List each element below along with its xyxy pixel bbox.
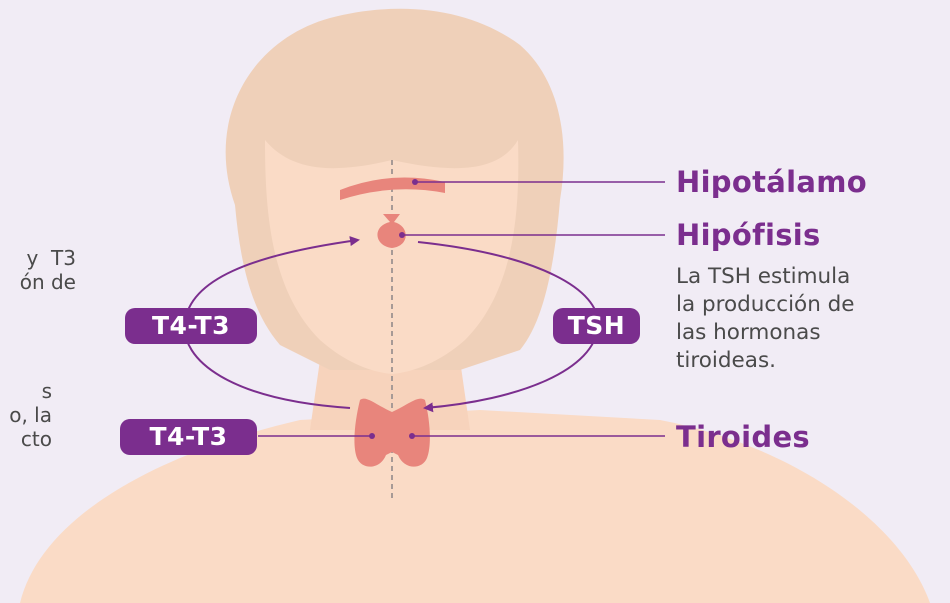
hormone-badge-tsh: TSH <box>553 308 640 344</box>
hormone-badge-t4t3-top: T4-T3 <box>125 308 257 344</box>
label-hipotalamo: Hipotálamo <box>676 165 867 199</box>
label-tiroides: Tiroides <box>676 420 810 454</box>
label-hipofisis: Hipófisis <box>676 218 821 252</box>
left-text-fragment-1: y T3 ón de <box>0 246 76 294</box>
hipofisis-description: La TSH estimula la producción de las hor… <box>676 263 946 375</box>
hormone-badge-t4t3-bottom: T4-T3 <box>120 419 257 455</box>
left-text-fragment-2: s o, la cto <box>0 379 52 451</box>
